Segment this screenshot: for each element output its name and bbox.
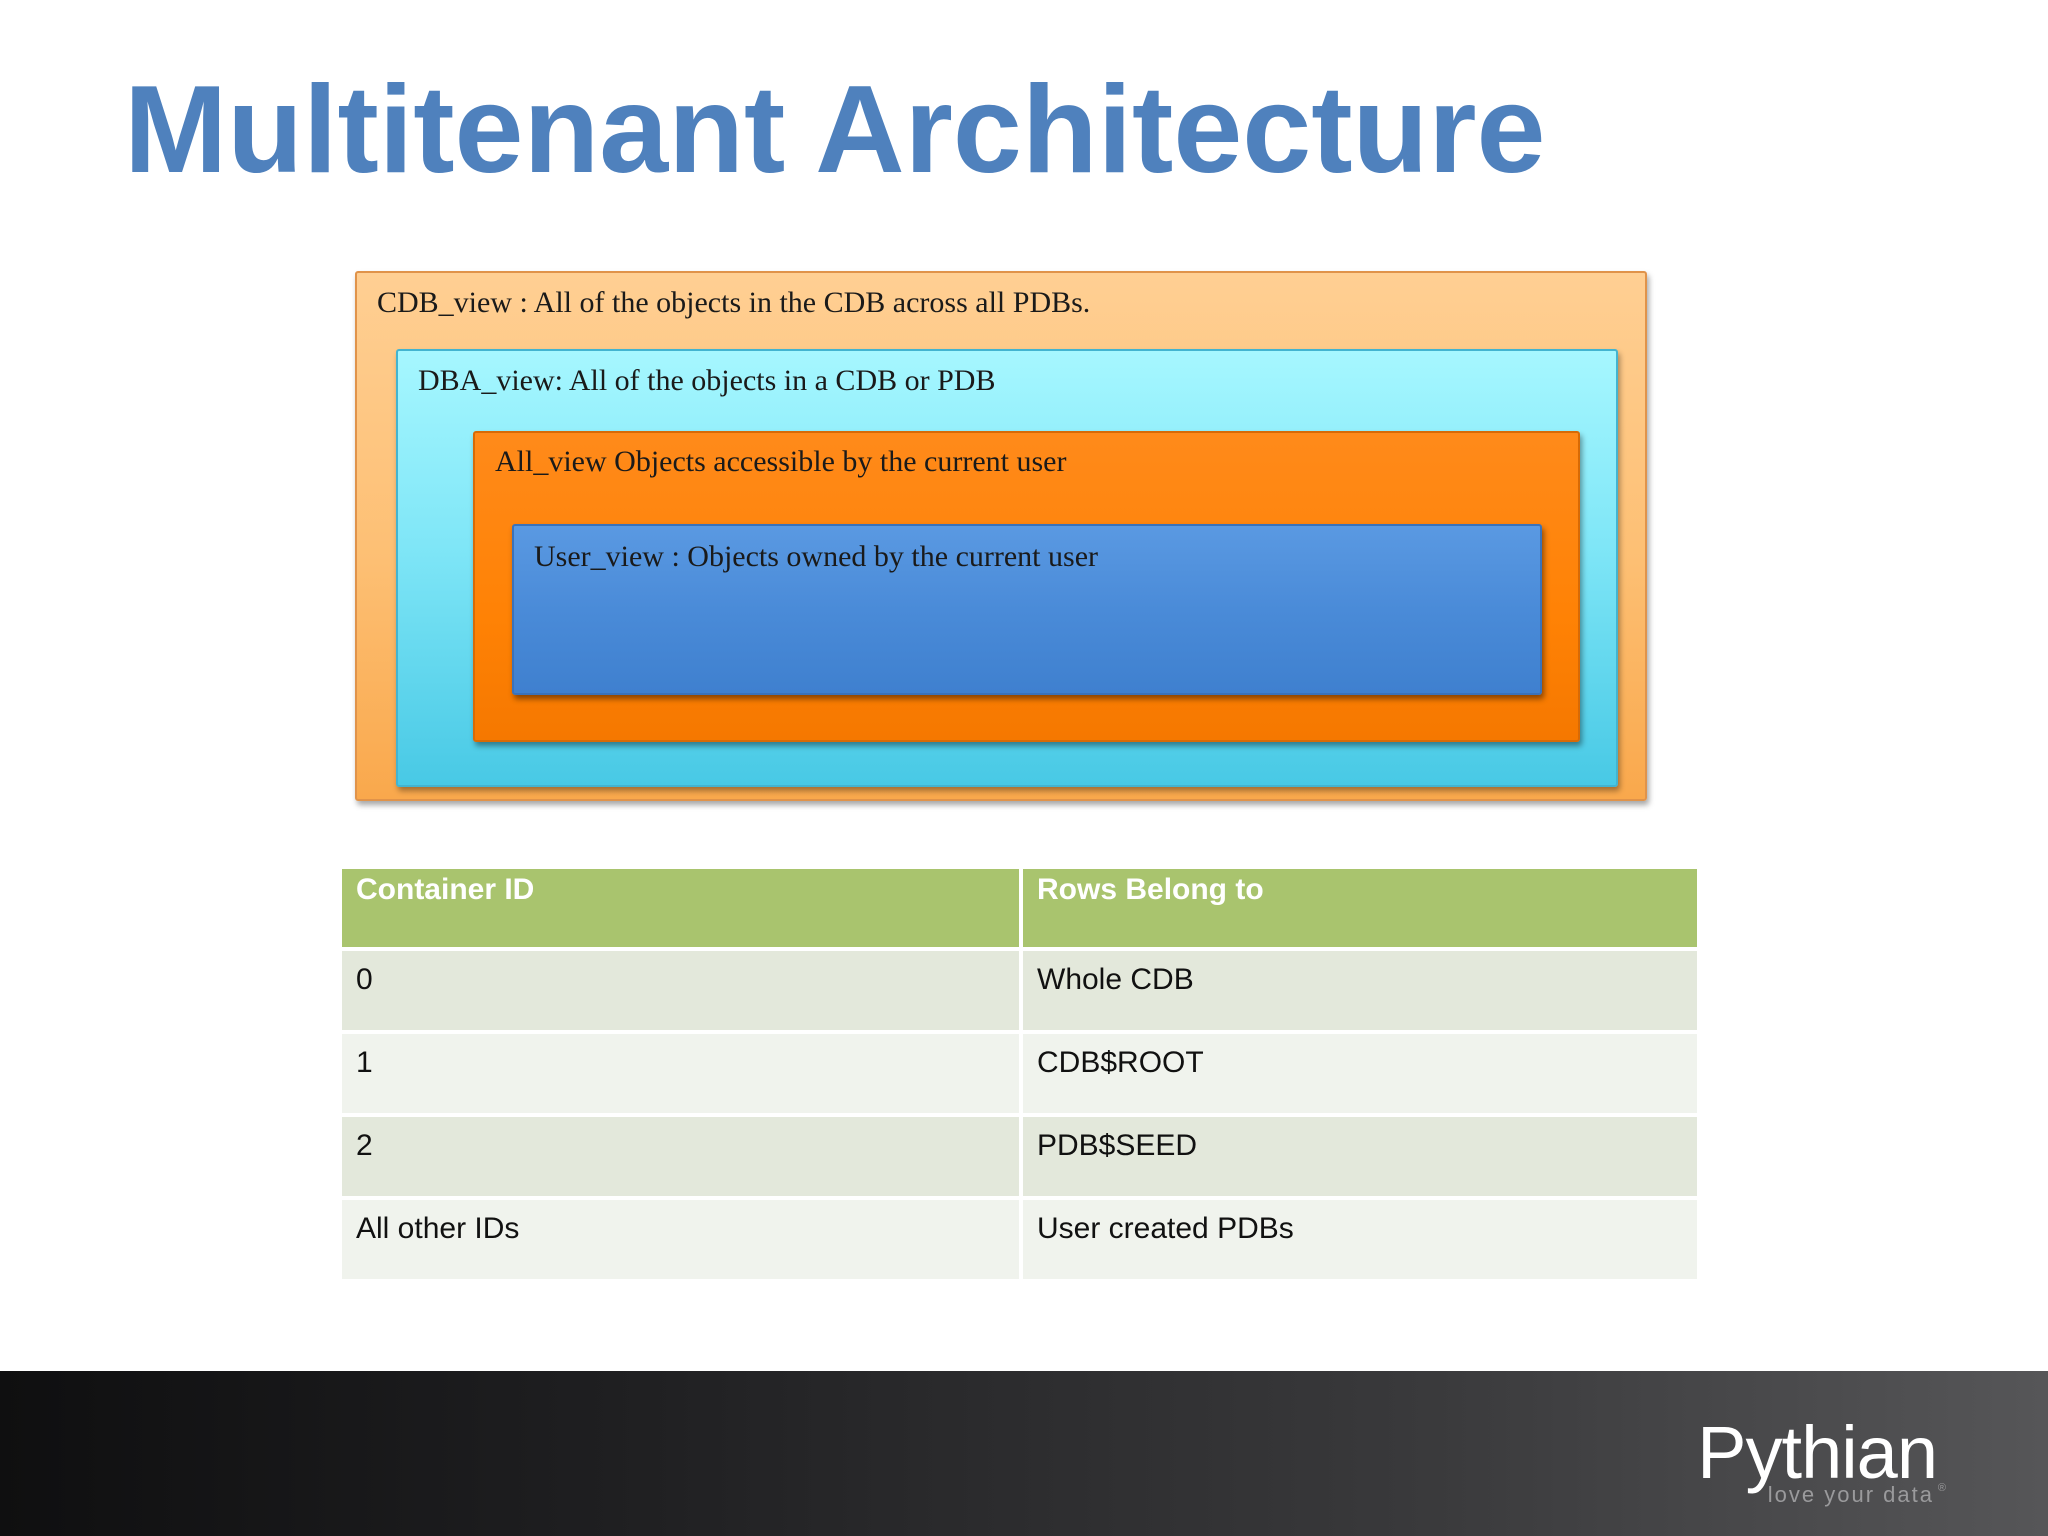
dba-view-label: DBA_view: All of the objects in a CDB or… [418,364,996,397]
cell-container-id: 1 [342,1034,1019,1113]
table-row: 0 Whole CDB [342,951,1697,1030]
user-view-box: User_view : Objects owned by the current… [512,524,1542,695]
logo-tagline: love your data [1767,1482,1934,1507]
table-row: 2 PDB$SEED [342,1117,1697,1196]
registered-mark: ® [1937,1482,1946,1494]
cell-container-id: All other IDs [342,1200,1019,1279]
user-view-label: User_view : Objects owned by the current… [534,540,1098,573]
header-rows-belong-to: Rows Belong to [1023,869,1697,947]
cell-rows-belong-to: PDB$SEED [1023,1117,1697,1196]
table-header-row: Container ID Rows Belong to [342,869,1697,947]
cell-container-id: 0 [342,951,1019,1030]
header-container-id: Container ID [342,869,1019,947]
cdb-view-label: CDB_view : All of the objects in the CDB… [377,286,1091,319]
footer-bar: Pythian love your data ® [0,1371,2048,1536]
cell-rows-belong-to: Whole CDB [1023,951,1697,1030]
all-view-label: All_view Objects accessible by the curre… [495,445,1067,478]
page-title: Multitenant Architecture [124,61,1546,199]
cell-rows-belong-to: CDB$ROOT [1023,1034,1697,1113]
pythian-logo: Pythian [1697,1411,1938,1494]
container-id-table: Container ID Rows Belong to 0 Whole CDB … [338,865,1701,1283]
table-row: 1 CDB$ROOT [342,1034,1697,1113]
table-row: All other IDs User created PDBs [342,1200,1697,1279]
cell-container-id: 2 [342,1117,1019,1196]
cell-rows-belong-to: User created PDBs [1023,1200,1697,1279]
